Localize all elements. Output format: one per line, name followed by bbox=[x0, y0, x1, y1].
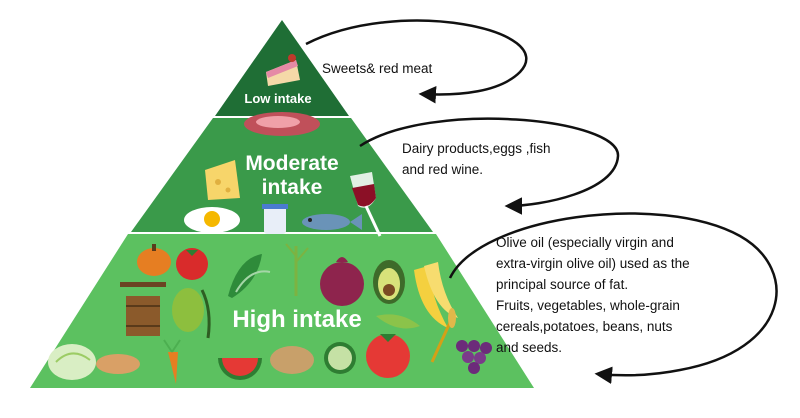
moderate-label-line-1: Moderate bbox=[245, 152, 339, 175]
high-intake-description: Olive oil (especially virgin and extra-v… bbox=[496, 232, 690, 358]
watermelon-icon bbox=[218, 358, 262, 380]
low-intake-label: Low intake bbox=[244, 91, 312, 106]
cucumber-icon bbox=[324, 342, 356, 374]
high-desc-line-1: Olive oil (especially virgin and bbox=[496, 235, 674, 250]
carrot-icon bbox=[163, 339, 181, 384]
cabbage-icon bbox=[48, 344, 96, 380]
cheese-icon bbox=[205, 160, 240, 200]
onion-icon bbox=[320, 257, 364, 306]
olive-press-icon bbox=[120, 282, 166, 336]
high-intake-label: High intake bbox=[232, 306, 362, 333]
high-desc-line-4: Fruits, vegetables, whole-grain bbox=[496, 298, 680, 313]
potato-icon bbox=[270, 346, 314, 374]
tomato-icon bbox=[176, 248, 208, 280]
high-desc-line-2: extra-virgin olive oil) used as the bbox=[496, 256, 690, 271]
arrow-high bbox=[448, 212, 778, 384]
high-desc-line-3: principal source of fat. bbox=[496, 277, 629, 292]
moderate-intake-description: Dairy products,eggs ,fish and red wine. bbox=[402, 138, 551, 180]
yogurt-icon bbox=[262, 204, 288, 234]
grapes-icon bbox=[456, 340, 492, 374]
olives-icon bbox=[172, 288, 211, 339]
tomato-icon bbox=[366, 334, 410, 378]
cake-icon bbox=[266, 54, 300, 86]
greens-icon bbox=[228, 254, 271, 298]
herb-icon bbox=[285, 243, 309, 296]
moderate-intake-label: Moderate intake bbox=[232, 152, 352, 200]
wine-glass-icon bbox=[350, 172, 382, 237]
pumpkin-icon bbox=[137, 244, 171, 276]
arrow-moderate bbox=[359, 117, 620, 215]
wheat-icon bbox=[430, 308, 456, 363]
meat-icon bbox=[244, 112, 320, 136]
moderate-desc-line-2: and red wine. bbox=[402, 162, 484, 177]
low-desc-line: Sweets& red meat bbox=[322, 61, 433, 76]
low-intake-description: Sweets& red meat bbox=[322, 58, 432, 79]
fish-icon bbox=[302, 214, 362, 230]
peanut-icon bbox=[96, 354, 140, 374]
pea-pod-icon bbox=[376, 314, 420, 329]
moderate-desc-line-1: Dairy products,eggs ,fish bbox=[402, 141, 551, 156]
high-desc-line-6: and seeds. bbox=[496, 340, 563, 355]
egg-icon bbox=[184, 207, 240, 233]
moderate-label-line-2: intake bbox=[261, 176, 323, 200]
high-desc-line-5: cereals,potatoes, beans, nuts bbox=[496, 319, 673, 334]
banana-icon bbox=[414, 262, 458, 328]
arrow-low bbox=[305, 19, 528, 104]
avocado-icon bbox=[373, 260, 405, 304]
